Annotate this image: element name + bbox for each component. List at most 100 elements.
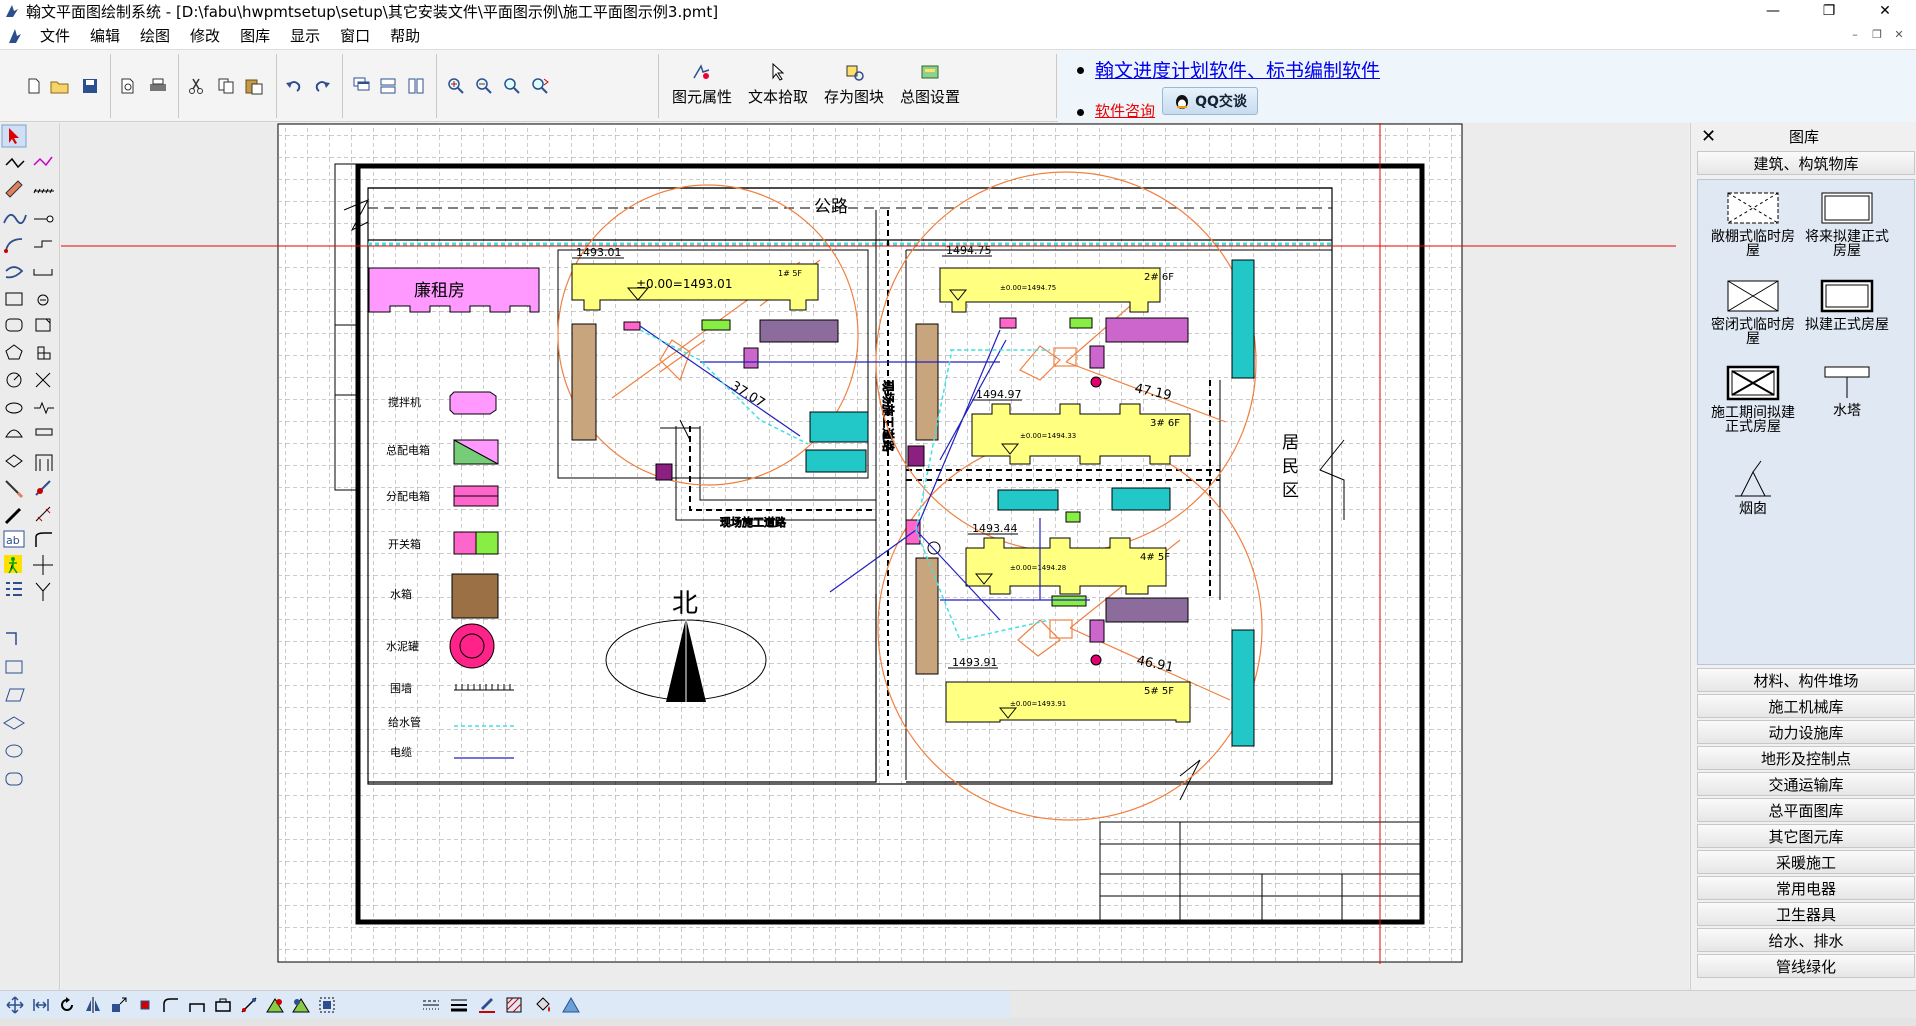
- print-icon[interactable]: [146, 74, 170, 98]
- polyline-magenta-icon[interactable]: [33, 156, 53, 167]
- person-icon[interactable]: [4, 555, 22, 574]
- block-edit-icon[interactable]: [290, 994, 312, 1016]
- rounded-rect-icon[interactable]: [5, 318, 23, 332]
- rect-outline-icon[interactable]: [5, 660, 23, 674]
- hatch-fill-icon[interactable]: [504, 994, 526, 1016]
- category-pipeline-green[interactable]: 管线绿化: [1697, 954, 1915, 978]
- maximize-button[interactable]: ❐: [1822, 3, 1836, 19]
- site-settings-button[interactable]: 总图设置: [900, 62, 960, 114]
- lib-item-construction-building[interactable]: 施工期间拟建正式房屋: [1708, 364, 1798, 434]
- parallelogram-icon[interactable]: [5, 688, 25, 702]
- ad-link-schedule-software[interactable]: 翰文进度计划软件、标书编制软件: [1095, 60, 1381, 82]
- break-icon[interactable]: [212, 994, 234, 1016]
- line-node-icon[interactable]: [34, 215, 54, 223]
- entity-properties-button[interactable]: 图元属性: [672, 62, 732, 114]
- cut-icon[interactable]: [184, 74, 208, 98]
- ellipse-outline-icon[interactable]: [5, 744, 23, 758]
- circle-node-icon[interactable]: [37, 294, 49, 306]
- print-preview-icon[interactable]: [116, 74, 140, 98]
- rounded-outline-icon[interactable]: [5, 772, 23, 786]
- save-as-block-button[interactable]: 存为图块: [824, 62, 884, 114]
- menu-modify[interactable]: 修改: [190, 27, 221, 45]
- rotate-icon[interactable]: [56, 994, 78, 1016]
- block-insert-icon[interactable]: [264, 994, 286, 1016]
- bracket-icon[interactable]: [33, 269, 53, 276]
- ruler-icon[interactable]: [35, 428, 53, 436]
- fork-icon[interactable]: [35, 582, 51, 601]
- redo-icon[interactable]: [310, 74, 334, 98]
- menu-edit[interactable]: 编辑: [90, 27, 121, 45]
- menu-draw[interactable]: 绘图: [140, 27, 171, 45]
- category-buildings[interactable]: 建筑、构筑物库: [1697, 151, 1915, 175]
- zoom-realtime-icon[interactable]: [528, 74, 552, 98]
- chamfer-icon[interactable]: [186, 994, 208, 1016]
- category-power[interactable]: 动力设施库: [1697, 720, 1915, 744]
- arc-icon[interactable]: [4, 238, 23, 253]
- fillet-icon[interactable]: [160, 994, 182, 1016]
- lib-item-chimney[interactable]: 烟囱: [1708, 458, 1798, 516]
- half-circle-icon[interactable]: [5, 429, 23, 438]
- library-close-icon[interactable]: ✕: [1701, 126, 1717, 147]
- line-color-icon[interactable]: [476, 994, 498, 1016]
- drawing-canvas[interactable]: 公路 居 民 区 廉租房: [61, 123, 1689, 993]
- line-type-icon[interactable]: [420, 994, 442, 1016]
- rotate-rect-icon[interactable]: [35, 318, 51, 332]
- pencil-icon[interactable]: [5, 180, 23, 198]
- scale-icon[interactable]: [108, 994, 130, 1016]
- tile-vertical-icon[interactable]: [404, 74, 428, 98]
- mdi-close-button[interactable]: ✕: [1894, 28, 1904, 41]
- line-weight-icon[interactable]: [448, 994, 470, 1016]
- mdi-restore-button[interactable]: ❐: [1872, 28, 1882, 41]
- dots-list-icon[interactable]: [6, 582, 22, 596]
- category-other[interactable]: 其它图元库: [1697, 824, 1915, 848]
- step-line-icon[interactable]: [34, 240, 52, 248]
- lib-item-closed-temp[interactable]: 密闭式临时房屋: [1708, 278, 1798, 346]
- brush-icon[interactable]: [5, 480, 24, 499]
- menu-library[interactable]: 图库: [240, 27, 271, 45]
- curve-icon[interactable]: [5, 266, 24, 279]
- cross-x-icon[interactable]: [35, 372, 51, 388]
- rectangle-icon[interactable]: [5, 292, 23, 306]
- lib-item-planned-building[interactable]: 拟建正式房屋: [1802, 278, 1892, 332]
- menu-window[interactable]: 窗口: [340, 27, 371, 45]
- paste-icon[interactable]: [242, 74, 266, 98]
- group-select-icon[interactable]: [316, 994, 338, 1016]
- category-sanitary[interactable]: 卫生器具: [1697, 902, 1915, 926]
- fill-bucket-icon[interactable]: [532, 994, 554, 1016]
- undo-icon[interactable]: [282, 74, 306, 98]
- minimize-button[interactable]: —: [1766, 3, 1780, 19]
- zoom-in-icon[interactable]: [444, 74, 468, 98]
- curved-rule-icon[interactable]: [35, 532, 52, 547]
- elbow-line-icon[interactable]: [6, 632, 17, 645]
- polyline-icon[interactable]: [5, 157, 25, 169]
- door-frame-icon[interactable]: [35, 454, 53, 471]
- category-heating[interactable]: 采暖施工: [1697, 850, 1915, 874]
- wave-line-icon[interactable]: [34, 401, 54, 415]
- trim-icon[interactable]: [238, 994, 260, 1016]
- move-icon[interactable]: [4, 994, 26, 1016]
- category-machinery[interactable]: 施工机械库: [1697, 694, 1915, 718]
- mdi-minimize-button[interactable]: –: [1852, 28, 1858, 41]
- lib-item-future-building[interactable]: 将来拟建正式房屋: [1802, 190, 1892, 258]
- category-electrical[interactable]: 常用电器: [1697, 876, 1915, 900]
- stretch-icon[interactable]: [30, 994, 52, 1016]
- pentagon-icon[interactable]: [5, 344, 23, 360]
- select-arrow-icon[interactable]: [9, 128, 19, 144]
- qq-chat-button[interactable]: QQ交谈: [1162, 87, 1258, 115]
- category-materials[interactable]: 材料、构件堆场: [1697, 668, 1915, 692]
- explode-icon[interactable]: [134, 994, 156, 1016]
- lib-item-water-tower[interactable]: 水塔: [1802, 364, 1892, 418]
- text-pick-button[interactable]: 文本拾取: [748, 62, 808, 114]
- menu-help[interactable]: 帮助: [390, 27, 421, 45]
- spline-icon[interactable]: [3, 213, 27, 225]
- close-button[interactable]: ✕: [1879, 3, 1891, 19]
- category-transport[interactable]: 交通运输库: [1697, 772, 1915, 796]
- open-folder-icon[interactable]: [48, 74, 72, 98]
- category-terrain[interactable]: 地形及控制点: [1697, 746, 1915, 770]
- copy-icon[interactable]: [214, 74, 238, 98]
- ad-link-consult[interactable]: 软件咨询: [1095, 102, 1156, 120]
- tile-horizontal-icon[interactable]: [376, 74, 400, 98]
- menu-view[interactable]: 显示: [290, 27, 321, 45]
- zoom-out-icon[interactable]: [472, 74, 496, 98]
- hatch-line-icon[interactable]: [33, 188, 54, 194]
